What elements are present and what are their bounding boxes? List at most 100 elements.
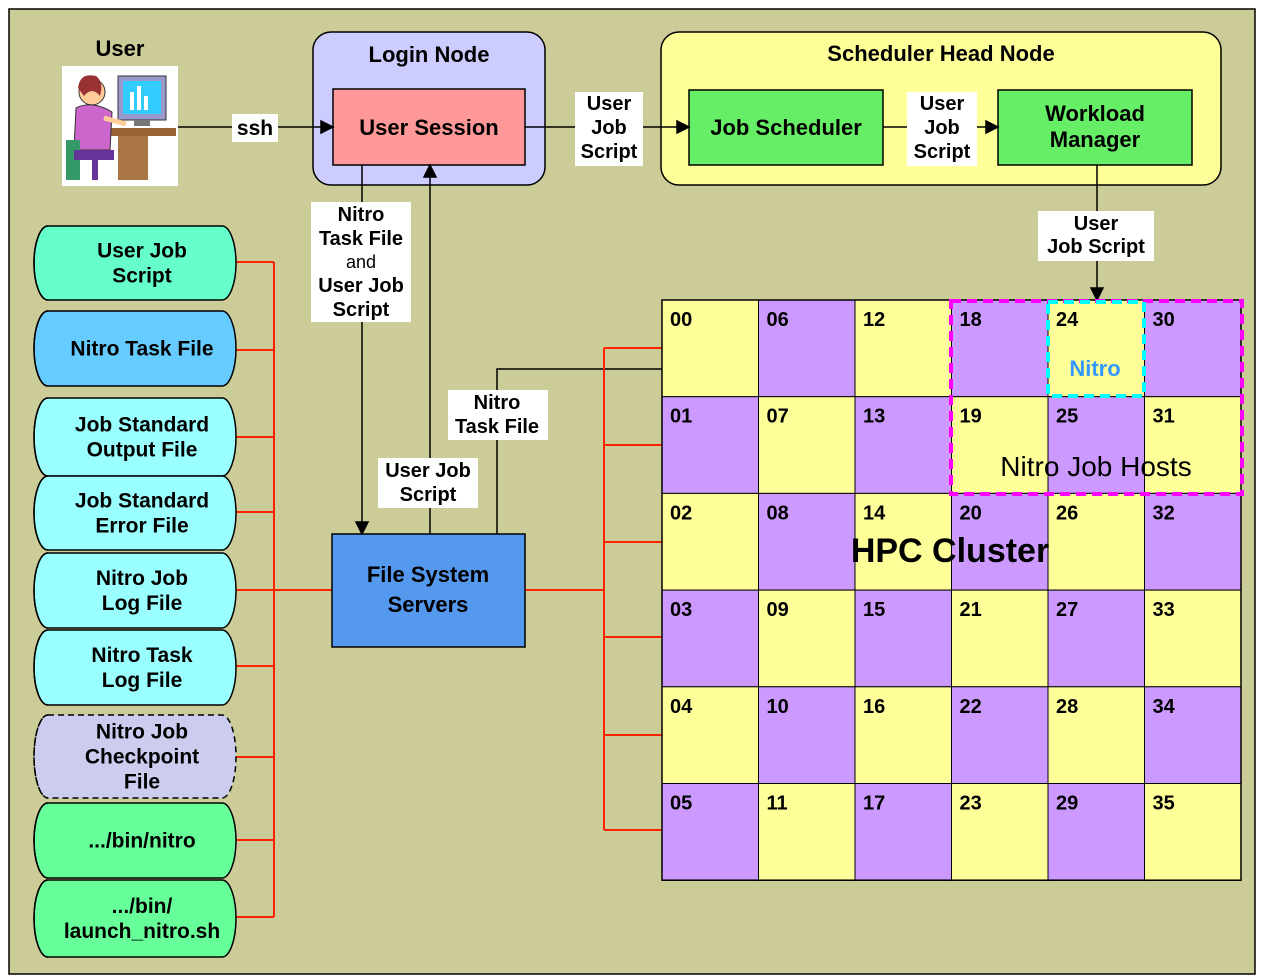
cluster-node-id: 29: [1056, 793, 1078, 815]
file-cylinder: [33, 397, 237, 477]
edge-label-4a: Nitro: [338, 204, 385, 226]
file-cylinder: [33, 714, 237, 799]
cluster-node-id: 07: [767, 406, 789, 428]
edge-label-5a: User Job: [385, 460, 471, 482]
file-system-servers-box: [331, 533, 526, 648]
cluster-node-id: 26: [1056, 502, 1078, 524]
edge-label-1a: User: [587, 93, 632, 115]
file-label: Script: [112, 265, 172, 288]
fs-label-2: Servers: [388, 592, 469, 617]
login-node-title: Login Node: [369, 42, 490, 67]
cluster-node-id: 12: [863, 309, 885, 331]
file-cylinder-edge: [33, 310, 49, 387]
cluster-node-cell: [758, 589, 856, 688]
cluster-node-id: 19: [960, 406, 982, 428]
cluster-node-id: 08: [767, 502, 789, 524]
cluster-node-id: 15: [863, 599, 885, 621]
cluster-node-cell: [661, 299, 759, 398]
file-item: Nitro Task File: [33, 310, 237, 387]
file-cylinder-edge: [33, 552, 49, 629]
user-computer-icon: [62, 66, 178, 186]
file-cylinder-edge: [33, 879, 49, 958]
ssh-label: ssh: [237, 117, 273, 140]
hpc-cluster-grid: 0001020304050607080910111213141516171819…: [661, 299, 1242, 881]
edge-label-bg-4: [311, 202, 411, 322]
cluster-node-cell: [854, 396, 952, 494]
file-item: .../bin/launch_nitro.sh: [33, 879, 237, 958]
edge-label-3a: User: [1074, 213, 1119, 235]
cluster-node-cell: [758, 686, 856, 784]
file-label: Checkpoint: [85, 746, 199, 769]
file-label: Log File: [102, 592, 183, 615]
cluster-node-cell: [1144, 396, 1242, 494]
file-cylinder-edge: [33, 475, 49, 551]
workload-manager-box: [997, 89, 1193, 166]
fs-label-1: File System: [367, 562, 489, 587]
nitro-master-host: [1046, 300, 1146, 398]
cluster-node-cell: [1047, 686, 1145, 784]
cluster-node-id: 25: [1056, 406, 1078, 428]
file-cylinder-edge: [33, 225, 49, 301]
file-label: Nitro Job: [96, 567, 188, 590]
scheduler-head-node-title: Scheduler Head Node: [827, 41, 1054, 66]
job-scheduler-label: Job Scheduler: [710, 115, 862, 140]
cluster-node-cell: [1047, 396, 1145, 494]
edge-label-3b: Job Script: [1047, 236, 1145, 258]
cluster-node-cell: [1144, 492, 1242, 591]
edge-label-bg-2: [907, 92, 977, 166]
cluster-node-id: 00: [670, 309, 692, 331]
file-cylinder: [33, 629, 237, 706]
edge-label-4e: Script: [333, 299, 390, 321]
edge-label-4d: User Job: [318, 275, 404, 297]
file-label: Nitro Task File: [70, 338, 213, 361]
cluster-node-id: 21: [960, 599, 982, 621]
file-label: Nitro Task: [91, 644, 192, 667]
cluster-node-id: 02: [670, 502, 692, 524]
cluster-node-id: 31: [1153, 406, 1175, 428]
cluster-node-id: 04: [670, 696, 693, 718]
file-item: .../bin/nitro: [33, 802, 237, 879]
edge-label-2b: Job: [924, 117, 960, 139]
cluster-node-id: 10: [767, 696, 789, 718]
edge-label-2c: Script: [914, 141, 971, 163]
cluster-node-id: 05: [670, 793, 692, 815]
edge-label-1c: Script: [581, 141, 638, 163]
cluster-node-id: 17: [863, 793, 885, 815]
file-label: Output File: [87, 439, 198, 462]
file-label: .../bin/: [112, 895, 173, 918]
storage-bus-lines: [236, 261, 662, 918]
cluster-node-id: 03: [670, 599, 692, 621]
cluster-node-id: 32: [1153, 502, 1175, 524]
cluster-node-cell: [758, 783, 856, 881]
file-cylinder: [33, 475, 237, 551]
cluster-node-cell: [951, 396, 1049, 494]
hpc-cluster-title: HPC Cluster: [851, 532, 1049, 570]
cluster-node-id: 33: [1153, 599, 1175, 621]
cluster-node-id: 06: [767, 309, 789, 331]
cluster-node-id: 24: [1056, 309, 1079, 331]
file-cylinder-edge: [33, 802, 49, 879]
cluster-node-cell: [1144, 589, 1242, 688]
edge-label-2a: User: [920, 93, 965, 115]
cluster-node-id: 09: [767, 599, 789, 621]
edge-label-4b: Task File: [319, 228, 403, 250]
cluster-node-id: 35: [1153, 793, 1175, 815]
nitro-job-hosts-label: Nitro Job Hosts: [1000, 451, 1191, 482]
cluster-node-id: 14: [863, 502, 886, 524]
cluster-node-cell: [661, 492, 759, 591]
cluster-node-cell: [661, 396, 759, 494]
edge-label-4c: and: [346, 252, 376, 272]
nitro-host-label: Nitro: [1069, 356, 1120, 381]
file-cylinder: [33, 552, 237, 629]
cluster-node-cell: [854, 299, 952, 398]
user-session-label: User Session: [359, 115, 498, 140]
file-label: Job Standard: [75, 414, 209, 437]
edge-label-1b: Job: [591, 117, 627, 139]
